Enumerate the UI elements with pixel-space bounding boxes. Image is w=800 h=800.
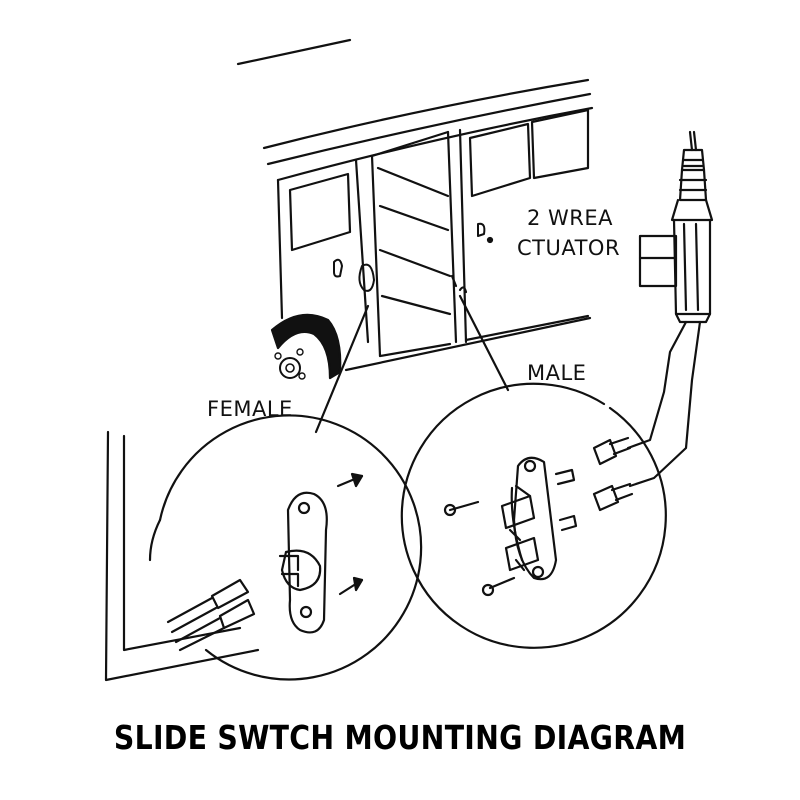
- male-pointer-line: [460, 296, 508, 390]
- diagram-caption: SLIDE SWTCH MOUNTING DIAGRAM: [113, 718, 687, 757]
- wheel-arch: [272, 315, 340, 379]
- female-label: FEMALE: [207, 397, 293, 421]
- male-detail-circle: [402, 384, 666, 648]
- female-detail-circle: [106, 415, 421, 680]
- male-label: MALE: [527, 361, 587, 385]
- actuator-label-line1: 2 WREA: [527, 206, 614, 230]
- actuator-wire-1: [628, 322, 686, 448]
- actuator-wire-2: [630, 322, 700, 486]
- actuator-label-line2: CTUATOR: [517, 236, 621, 260]
- female-pointer-line: [316, 306, 368, 432]
- actuator-icon: [640, 132, 712, 322]
